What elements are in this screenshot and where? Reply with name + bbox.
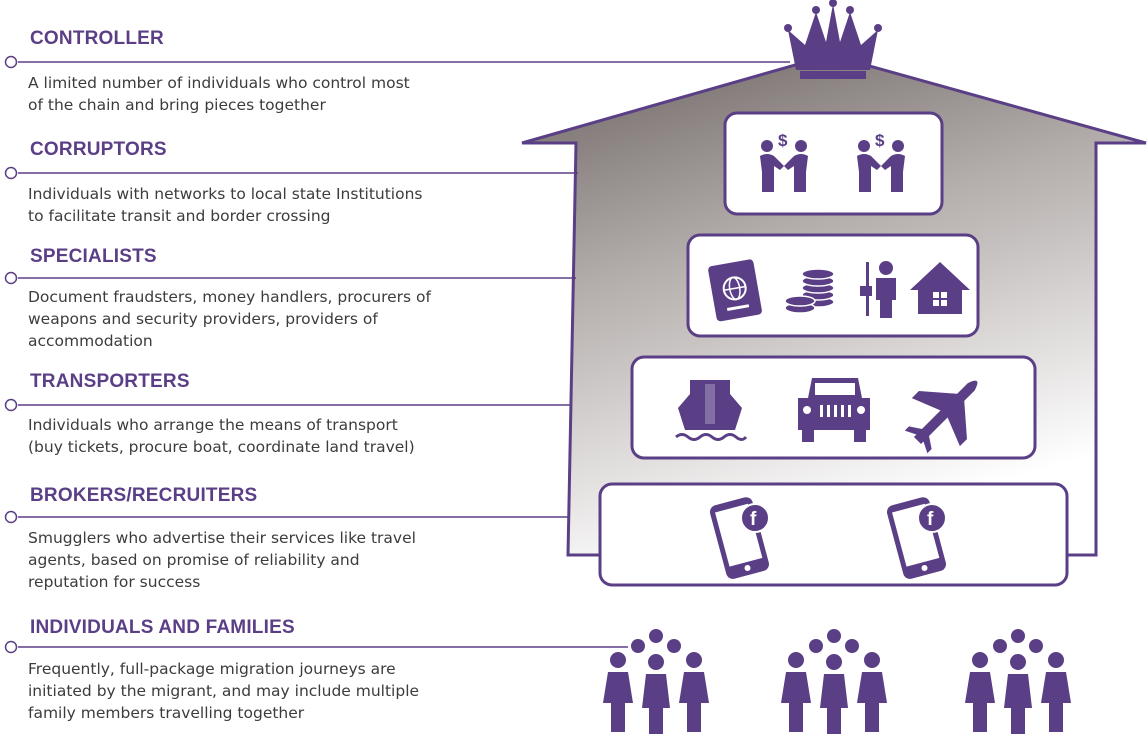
boat-icon: [675, 380, 748, 441]
bribe-handshake-icon: $: [857, 131, 905, 192]
description-line: family members travelling together: [28, 704, 305, 722]
family-group-icon: [781, 629, 887, 734]
description-line: weapons and security providers, provider…: [28, 310, 378, 328]
description-line: Individuals who arrange the means of tra…: [28, 416, 398, 434]
phone-facebook-icon: f: [886, 497, 947, 579]
brokers-recruiters-title: BROKERS/RECRUITERS: [30, 485, 258, 506]
description-line: accommodation: [28, 332, 153, 350]
brokers-box: [598, 482, 1069, 587]
description-line: reputation for success: [28, 573, 201, 591]
controller-description: A limited number of individuals who cont…: [28, 72, 410, 116]
bribe-handshake-icon: $: [760, 131, 808, 192]
transporters-title: TRANSPORTERS: [30, 371, 190, 392]
facebook-letter: f: [750, 509, 757, 530]
description-line: (buy tickets, procure boat, coordinate l…: [28, 438, 415, 456]
crown-icon: [784, 0, 882, 79]
description-line: Individuals with networks to local state…: [28, 185, 423, 203]
corruptors-description: Individuals with networks to local state…: [28, 183, 423, 227]
jeep-icon: [798, 378, 870, 442]
description-line: agents, based on promise of reliability …: [28, 551, 360, 569]
brokers-recruiters-description: Smugglers who advertise their services l…: [28, 527, 416, 593]
coins-icon: [784, 268, 835, 314]
individuals-families-title: INDIVIDUALS AND FAMILIES: [30, 617, 295, 638]
corruptors-title: CORRUPTORS: [30, 139, 167, 160]
family-group-icon: [965, 629, 1071, 734]
family-group-icon: [603, 629, 709, 734]
description-line: of the chain and bring pieces together: [28, 96, 326, 114]
description-line: Document fraudsters, money handlers, pro…: [28, 288, 431, 306]
dollar-symbol: $: [778, 131, 788, 150]
dollar-symbol: $: [875, 131, 885, 150]
phone-facebook-icon: f: [709, 497, 770, 579]
corruptors-box: [723, 111, 944, 216]
controller-title: CONTROLLER: [30, 28, 164, 49]
individuals-families-description: Frequently, full-package migration journ…: [28, 658, 419, 724]
description-line: A limited number of individuals who cont…: [28, 74, 410, 92]
airplane-icon: [904, 380, 978, 454]
specialists-description: Document fraudsters, money handlers, pro…: [28, 286, 431, 352]
specialists-title: SPECIALISTS: [30, 246, 157, 267]
passport-icon: [708, 259, 762, 322]
leader-lines: [4, 55, 790, 654]
armed-guard-icon: [860, 261, 896, 318]
transporters-description: Individuals who arrange the means of tra…: [28, 414, 415, 458]
description-line: to facilitate transit and border crossin…: [28, 207, 331, 225]
description-line: initiated by the migrant, and may includ…: [28, 682, 420, 700]
description-line: Frequently, full-package migration journ…: [28, 660, 396, 678]
description-line: Smugglers who advertise their services l…: [28, 529, 416, 547]
facebook-letter: f: [927, 509, 934, 530]
house-icon: [910, 262, 970, 314]
